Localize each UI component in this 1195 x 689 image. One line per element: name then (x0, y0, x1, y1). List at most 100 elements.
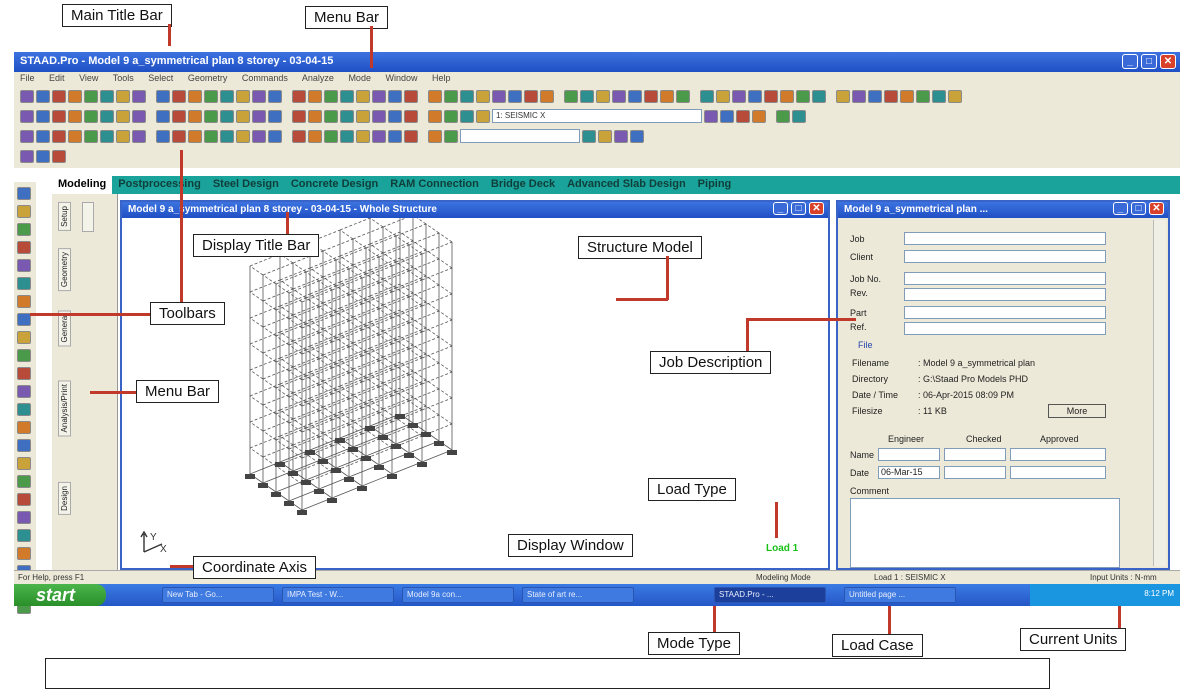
taskbar-item-staad-pro[interactable]: STAAD.Pro - ... (714, 587, 826, 603)
frame-member[interactable] (365, 287, 397, 301)
display-combo[interactable] (460, 129, 580, 143)
frame-member[interactable] (249, 435, 281, 449)
toolbar-button[interactable] (356, 89, 370, 103)
frame-member[interactable] (288, 318, 303, 329)
toolbar-button[interactable] (836, 89, 850, 103)
tab-modeling[interactable]: Modeling (52, 176, 113, 194)
frame-member[interactable] (348, 412, 380, 426)
frame-member[interactable] (391, 409, 423, 423)
taskbar-item-new-tab[interactable]: New Tab - Go... (162, 587, 274, 603)
frame-member[interactable] (305, 323, 320, 334)
frame-member[interactable] (382, 356, 397, 367)
tab-concrete-design[interactable]: Concrete Design (290, 178, 379, 190)
toolbar-button[interactable] (188, 89, 202, 103)
frame-member[interactable] (288, 344, 303, 355)
frame-member[interactable] (309, 267, 324, 278)
toolbar-button[interactable] (340, 129, 354, 143)
frame-member[interactable] (365, 261, 397, 275)
frame-member[interactable] (322, 302, 337, 313)
frame-member[interactable] (301, 315, 333, 329)
frame-member[interactable] (378, 400, 410, 414)
frame-member[interactable] (292, 302, 324, 316)
frame-member[interactable] (292, 432, 324, 446)
toolbar-button[interactable] (748, 89, 762, 103)
frame-member[interactable] (399, 361, 414, 372)
tab-advanced-slab-design[interactable]: Advanced Slab Design (567, 178, 686, 190)
frame-member[interactable] (348, 282, 380, 296)
frame-member[interactable] (391, 357, 423, 371)
frame-member[interactable] (249, 395, 264, 406)
frame-member[interactable] (279, 279, 294, 290)
frame-member[interactable] (249, 331, 281, 345)
frame-member[interactable] (331, 303, 363, 317)
frame-member[interactable] (352, 238, 367, 249)
frame-member[interactable] (262, 430, 277, 441)
toolbar-button[interactable] (172, 129, 186, 143)
frame-member[interactable] (395, 417, 410, 428)
frame-member[interactable] (335, 273, 367, 287)
frame-member[interactable] (335, 247, 367, 261)
toolbar-button[interactable] (36, 149, 50, 163)
frame-member[interactable] (365, 247, 380, 258)
toolbar-button[interactable] (444, 129, 458, 143)
toolbar-button[interactable] (172, 109, 186, 123)
frame-member[interactable] (322, 380, 337, 391)
toolbar-button[interactable] (598, 129, 612, 143)
menu-tools[interactable]: Tools (112, 73, 134, 83)
frame-member[interactable] (322, 328, 337, 339)
toolbar-button[interactable] (776, 109, 790, 123)
toolbar-button[interactable] (388, 109, 402, 123)
frame-member[interactable] (322, 432, 337, 443)
sub-tab[interactable] (82, 202, 94, 232)
frame-member[interactable] (288, 422, 303, 433)
toolbar-button[interactable] (732, 89, 746, 103)
frame-member[interactable] (408, 270, 423, 281)
toolbar-button[interactable] (156, 129, 170, 143)
frame-member[interactable] (335, 259, 350, 270)
page-control-tab-design[interactable]: Design (58, 482, 71, 515)
frame-member[interactable] (425, 327, 440, 338)
toolbar-button[interactable] (796, 89, 810, 103)
taskbar-item-impa-test[interactable]: IMPA Test - W... (282, 587, 394, 603)
frame-member[interactable] (352, 278, 384, 292)
frame-member[interactable] (318, 462, 333, 473)
frame-member[interactable] (412, 370, 427, 381)
frame-member[interactable] (309, 255, 341, 269)
toolbar-button[interactable] (68, 109, 82, 123)
frame-member[interactable] (425, 223, 440, 234)
structure-model[interactable] (122, 205, 828, 568)
frame-member[interactable] (262, 300, 277, 311)
frame-member[interactable] (262, 456, 277, 467)
job-panel-scrollbar[interactable] (1153, 220, 1166, 566)
toolbar-button[interactable] (292, 129, 306, 143)
toolbar-button[interactable] (444, 109, 458, 123)
frame-member[interactable] (301, 419, 333, 433)
frame-member[interactable] (378, 386, 393, 397)
frame-member[interactable] (292, 354, 324, 368)
checked-date-field[interactable] (944, 466, 1006, 479)
frame-member[interactable] (365, 299, 380, 310)
toolbar-button[interactable] (404, 89, 418, 103)
frame-member[interactable] (369, 243, 384, 254)
close-button[interactable]: ✕ (1160, 54, 1176, 69)
frame-member[interactable] (378, 296, 410, 310)
frame-member[interactable] (262, 444, 294, 458)
frame-member[interactable] (288, 410, 320, 424)
toolbar-button[interactable] (116, 129, 130, 143)
frame-member[interactable] (352, 368, 367, 379)
frame-member[interactable] (309, 411, 341, 425)
frame-member[interactable] (275, 283, 290, 294)
tab-piping[interactable]: Piping (697, 178, 732, 190)
left-toolbar-button[interactable] (17, 349, 31, 362)
approved-date-field[interactable] (1010, 466, 1106, 479)
support-icon[interactable] (374, 465, 384, 470)
frame-member[interactable] (279, 371, 311, 385)
toolbar-button[interactable] (236, 89, 250, 103)
frame-member[interactable] (305, 311, 337, 325)
frame-member[interactable] (331, 277, 363, 291)
left-toolbar-button[interactable] (17, 493, 31, 506)
menu-select[interactable]: Select (148, 73, 174, 83)
frame-member[interactable] (335, 415, 350, 426)
rev-field[interactable] (904, 288, 1106, 301)
frame-member[interactable] (412, 240, 427, 251)
